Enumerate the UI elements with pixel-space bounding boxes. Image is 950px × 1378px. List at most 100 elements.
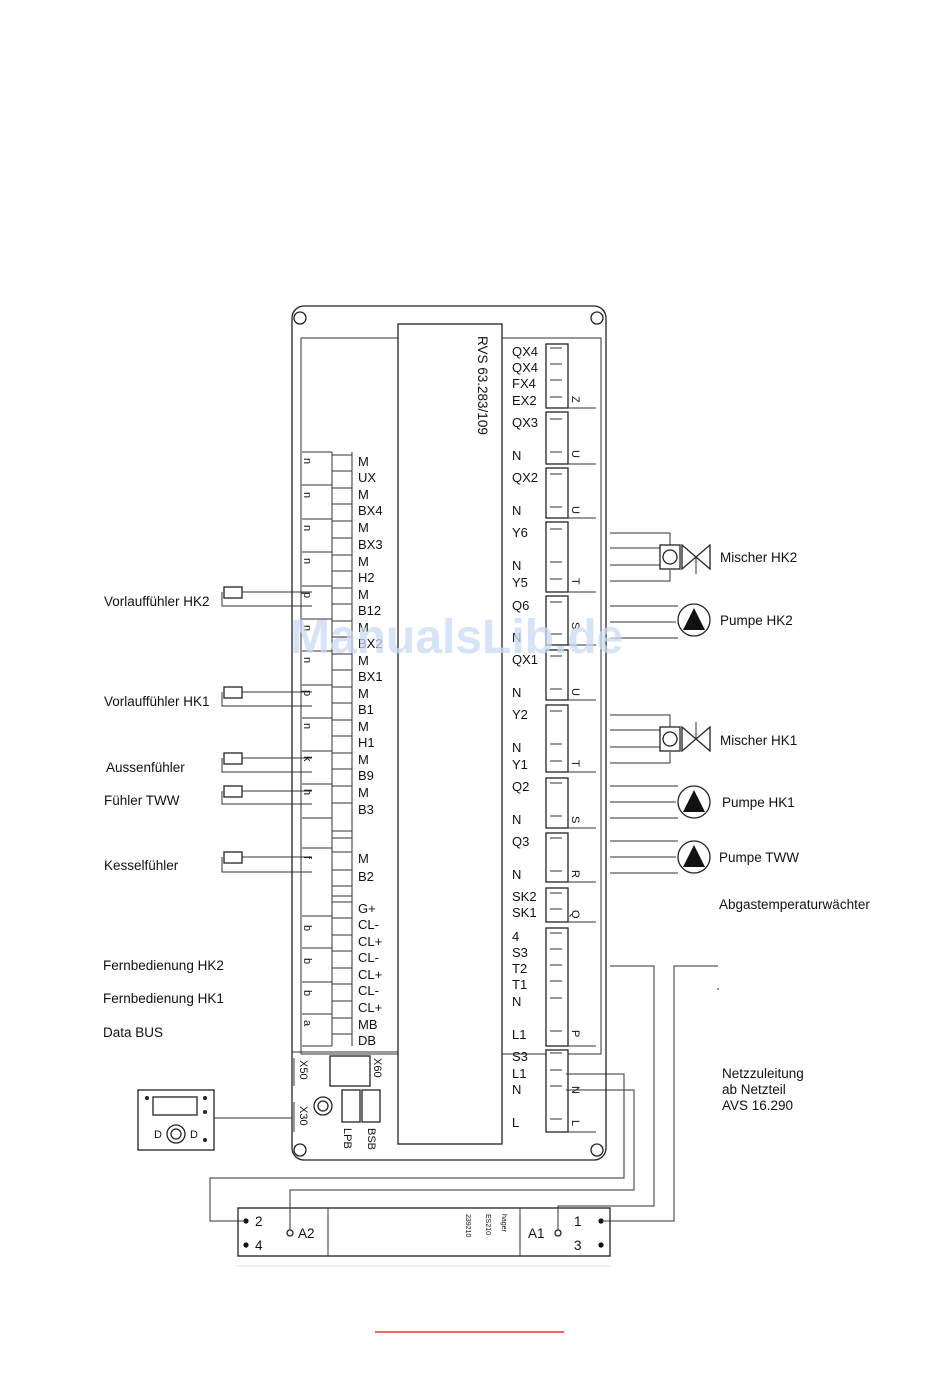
right-group-letter: Z (569, 396, 581, 403)
right-group-letter: T (569, 760, 581, 767)
right-terminal: QX4 (512, 344, 538, 359)
right-terminal: N (512, 994, 521, 1009)
right-terminal: L1 (512, 1027, 526, 1042)
left-terminal: M (358, 520, 369, 535)
left-terminal: H2 (358, 570, 375, 585)
left-terminal: MB (358, 1017, 378, 1032)
right-terminal: QX4 (512, 360, 538, 375)
power-note-line-2: ab Netzteil (722, 1082, 786, 1097)
room-unit-icon: D D (137, 1089, 292, 1151)
right-terminal: QX3 (512, 415, 538, 430)
right-terminal: N (512, 812, 521, 827)
relay-terminal-4: 4 (255, 1238, 263, 1253)
right-terminal: S3 (512, 945, 528, 960)
left-terminal: CL+ (358, 967, 382, 982)
left-group-letter: k (301, 756, 313, 762)
right-terminal: T2 (512, 961, 527, 976)
mixer-hk1-icon (610, 714, 711, 764)
relay-brand: hager (500, 1214, 507, 1233)
left-terminal-strip: MUXMBX4MBX3MH2MB12MBX2MBX1MB1MH1MB9MB3MB… (301, 451, 383, 1048)
right-terminal: N (512, 1082, 521, 1097)
relay-module: 2 4 A2 A1 1 3 hager ES210 239210 (236, 1207, 611, 1267)
left-group-letter: n (301, 723, 313, 729)
left-terminal: BX4 (358, 503, 383, 518)
right-devices: Mischer HK2 Pumpe HK2 Mischer HK1 (610, 532, 870, 1113)
left-terminal: M (358, 851, 369, 866)
label-pumpe-tww: Pumpe TWW (719, 850, 799, 865)
left-terminal: M (358, 719, 369, 734)
label-fernbedienung-hk1: Fernbedienung HK1 (103, 991, 224, 1006)
right-terminal: N (512, 685, 521, 700)
pump-tww-icon (610, 840, 711, 874)
relay-terminal-a1: A1 (528, 1226, 545, 1241)
left-group-letter: p (301, 592, 313, 598)
right-group-letter: U (569, 688, 581, 696)
pump-hk1-icon (610, 785, 711, 819)
right-terminal: Q6 (512, 598, 529, 613)
left-group-letter: n (301, 525, 313, 531)
left-terminal: B3 (358, 802, 374, 817)
bsb-label: BSB (365, 1128, 377, 1150)
left-terminal: BX3 (358, 537, 383, 552)
label-mischer-hk2: Mischer HK2 (720, 550, 797, 565)
relay-terminal-3: 3 (574, 1238, 582, 1253)
right-terminal: QX2 (512, 470, 538, 485)
left-group-letter: n (301, 558, 313, 564)
label-vorlauffuehler-hk1: Vorlauffühler HK1 (104, 694, 210, 709)
left-devices: Vorlauffühler HK2 Vorlauffühler HK1 Auss… (103, 586, 312, 1151)
svg-text:D: D (190, 1129, 198, 1141)
right-terminal: Q3 (512, 834, 529, 849)
power-note-line-1: Netzzuleitung (722, 1066, 804, 1081)
right-terminal: SK2 (512, 889, 537, 904)
relay-terminal-a2: A2 (298, 1226, 315, 1241)
left-group-letter: b (301, 925, 313, 931)
label-pumpe-hk2: Pumpe HK2 (720, 613, 793, 628)
right-terminal: Y6 (512, 525, 528, 540)
label-fernbedienung-hk2: Fernbedienung HK2 (103, 958, 224, 973)
left-group-letter: b (301, 958, 313, 964)
right-group-letter: P (569, 1030, 581, 1037)
left-group-letter: a (301, 1020, 313, 1027)
right-terminal: Y1 (512, 757, 528, 772)
controller-model: RVS 63.283/109 (475, 336, 490, 435)
right-terminal: EX2 (512, 393, 537, 408)
left-group-letter: n (301, 625, 313, 631)
left-terminal: BX1 (358, 669, 383, 684)
left-group-letter: b (301, 990, 313, 996)
right-terminal: Y5 (512, 575, 528, 590)
right-terminal: T1 (512, 977, 527, 992)
left-group-letter: n (301, 657, 313, 663)
left-terminal: CL+ (358, 934, 382, 949)
mixer-hk2-icon (610, 532, 711, 582)
right-group-letter: S (569, 816, 581, 823)
right-terminal: SK1 (512, 905, 537, 920)
left-terminal: M (358, 487, 369, 502)
left-terminal: CL- (358, 983, 379, 998)
label-aussenfuehler: Aussenfühler (106, 760, 185, 775)
relay-model: ES210 (484, 1214, 491, 1235)
right-group-letter: U (569, 506, 581, 514)
x50-label: X50 (297, 1060, 309, 1080)
right-terminal: L (512, 1115, 519, 1130)
lpb-label: LPB (341, 1128, 353, 1149)
watermark: ManualsLib.de (290, 611, 623, 664)
right-terminal: N (512, 630, 521, 645)
label-vorlauffuehler-hk2: Vorlauffühler HK2 (104, 594, 210, 609)
left-terminal: UX (358, 470, 376, 485)
right-terminal: Y2 (512, 707, 528, 722)
pump-hk2-icon (610, 603, 711, 639)
x30-label: X30 (297, 1106, 309, 1126)
right-terminal: N (512, 867, 521, 882)
left-terminal: B2 (358, 869, 374, 884)
left-terminal: M (358, 752, 369, 767)
right-terminal: N (512, 558, 521, 573)
right-group-letter: L (569, 1120, 581, 1126)
power-wiring (209, 965, 719, 1230)
relay-terminal-2: 2 (255, 1214, 263, 1229)
left-group-letter: h (301, 789, 313, 795)
controller-housing: RVS 63.283/109 X50 X60 X30 LPB BSB (291, 305, 607, 1161)
label-pumpe-hk1: Pumpe HK1 (722, 795, 795, 810)
left-terminal: M (358, 554, 369, 569)
right-terminal: Q2 (512, 779, 529, 794)
